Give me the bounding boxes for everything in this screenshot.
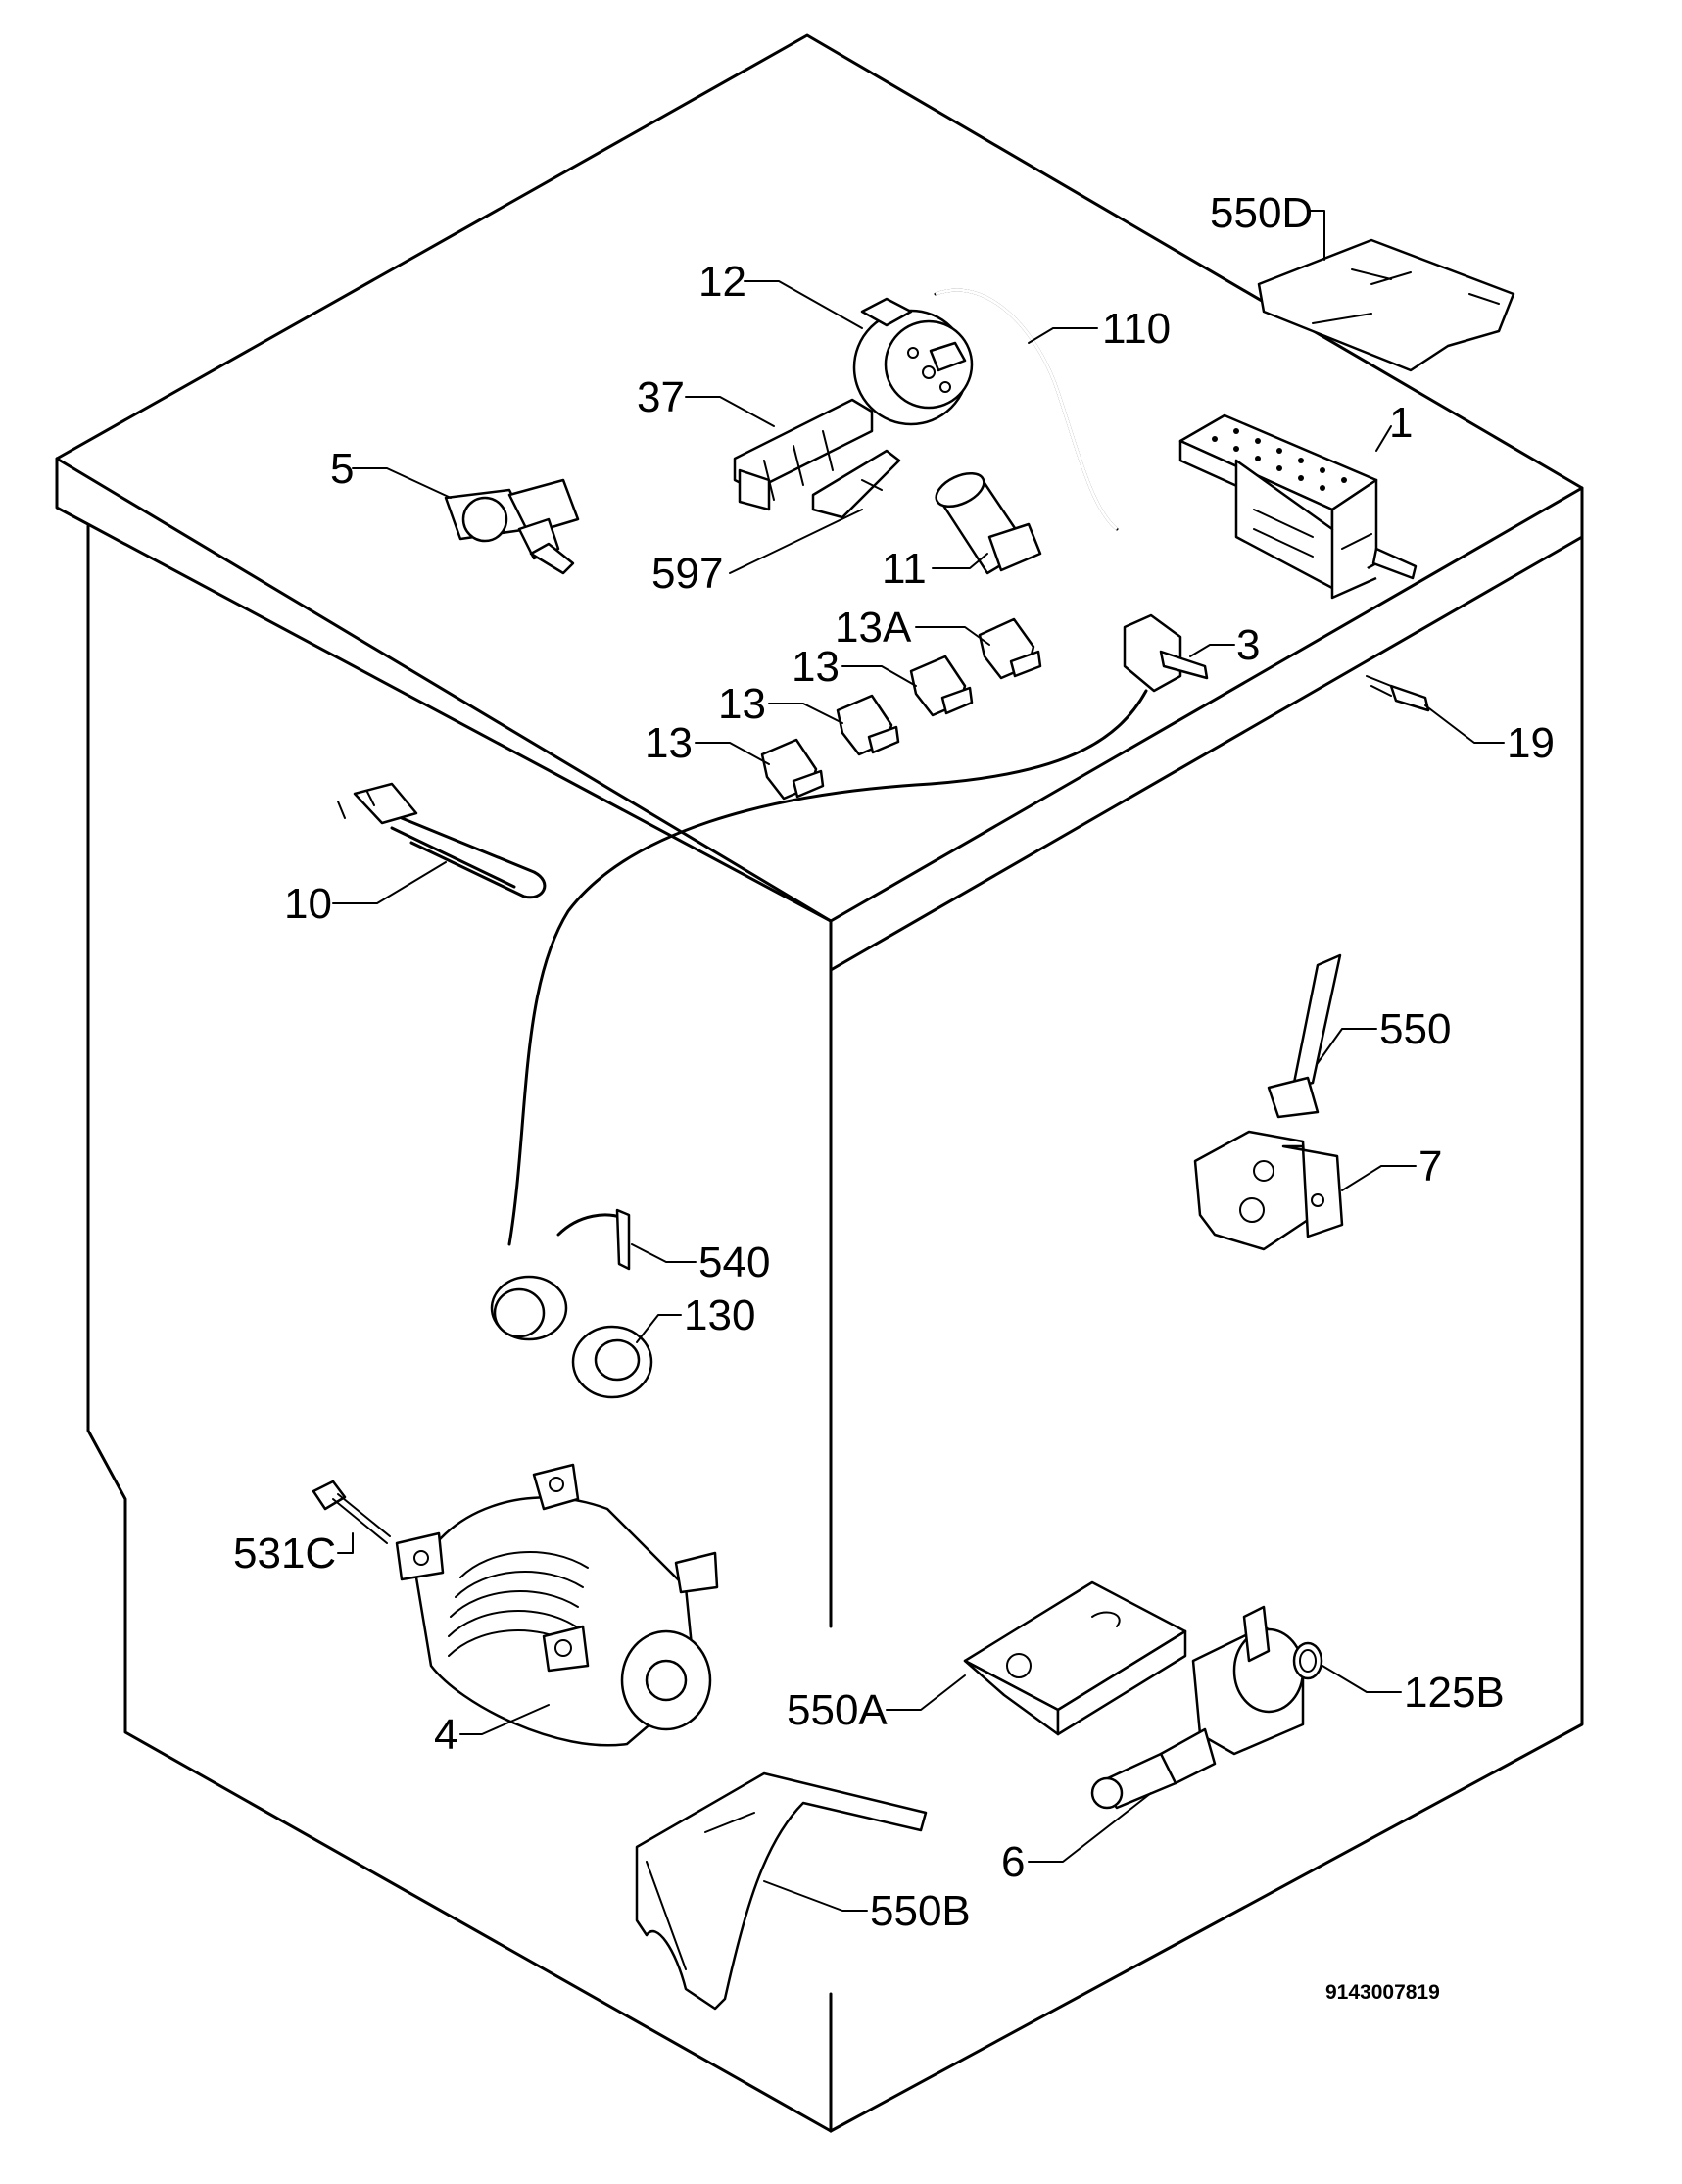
label-4: 4 <box>434 1711 457 1759</box>
label-13-1: 13 <box>792 643 840 691</box>
label-10: 10 <box>284 880 332 928</box>
label-550a: 550A <box>787 1686 888 1734</box>
part-10-heating-element <box>337 782 547 899</box>
part-12-pressure-switch <box>852 297 974 426</box>
part-5-inlet-valve <box>444 478 580 575</box>
part-550d-cover-plate <box>1257 238 1515 372</box>
label-6: 6 <box>1001 1838 1025 1886</box>
label-11: 11 <box>882 545 927 593</box>
part-550-lever <box>1267 953 1342 1119</box>
cabinet-outline <box>55 33 1584 2133</box>
label-3: 3 <box>1236 621 1260 669</box>
label-110: 110 <box>1102 305 1171 353</box>
part-4-motor <box>395 1463 719 1747</box>
part-7-door-interlock <box>1193 1130 1344 1251</box>
part-19-sensor <box>1366 675 1430 712</box>
part-37-cable-bracket <box>733 398 874 511</box>
connector-13a <box>978 617 1042 680</box>
document-number: 9143007819 <box>1325 1981 1440 2004</box>
cable-plug <box>490 1275 568 1341</box>
label-125b: 125B <box>1404 1669 1505 1717</box>
label-12: 12 <box>698 258 746 306</box>
label-13-3: 13 <box>645 719 693 767</box>
label-531c: 531C <box>233 1529 336 1577</box>
label-19: 19 <box>1507 719 1555 767</box>
part-labels: 550D 1 110 12 37 5 597 11 13A 13 13 13 3… <box>233 189 1555 2004</box>
leader-lines <box>332 210 1505 1912</box>
label-7: 7 <box>1418 1142 1442 1190</box>
label-1: 1 <box>1389 399 1413 447</box>
part-110-pressure-hose <box>934 288 1119 531</box>
label-597: 597 <box>651 550 723 598</box>
part-550b-guard <box>635 1771 928 2011</box>
connector-13-1 <box>909 655 974 717</box>
part-1-program-timer <box>1178 413 1418 600</box>
label-550d: 550D <box>1210 189 1313 237</box>
label-37: 37 <box>637 373 685 421</box>
connector-13-3 <box>760 738 825 801</box>
label-130: 130 <box>684 1291 755 1339</box>
connector-13-2 <box>836 694 900 756</box>
part-125b-seal <box>1292 1641 1323 1680</box>
label-550b: 550B <box>870 1887 971 1935</box>
part-130-grommet <box>571 1325 653 1399</box>
part-531c-bolt <box>312 1480 391 1544</box>
label-540: 540 <box>698 1238 770 1286</box>
part-540-clip <box>556 1208 631 1271</box>
label-5: 5 <box>330 445 354 493</box>
label-13-2: 13 <box>718 680 766 728</box>
part-11-capacitor <box>935 471 1042 575</box>
part-6-drain-pump <box>1090 1605 1305 1810</box>
part-3-selector-switch <box>507 613 1209 1246</box>
label-550: 550 <box>1379 1005 1451 1053</box>
part-550a-cover <box>963 1580 1187 1736</box>
part-597-clip <box>811 449 901 519</box>
label-13a: 13A <box>835 604 912 652</box>
